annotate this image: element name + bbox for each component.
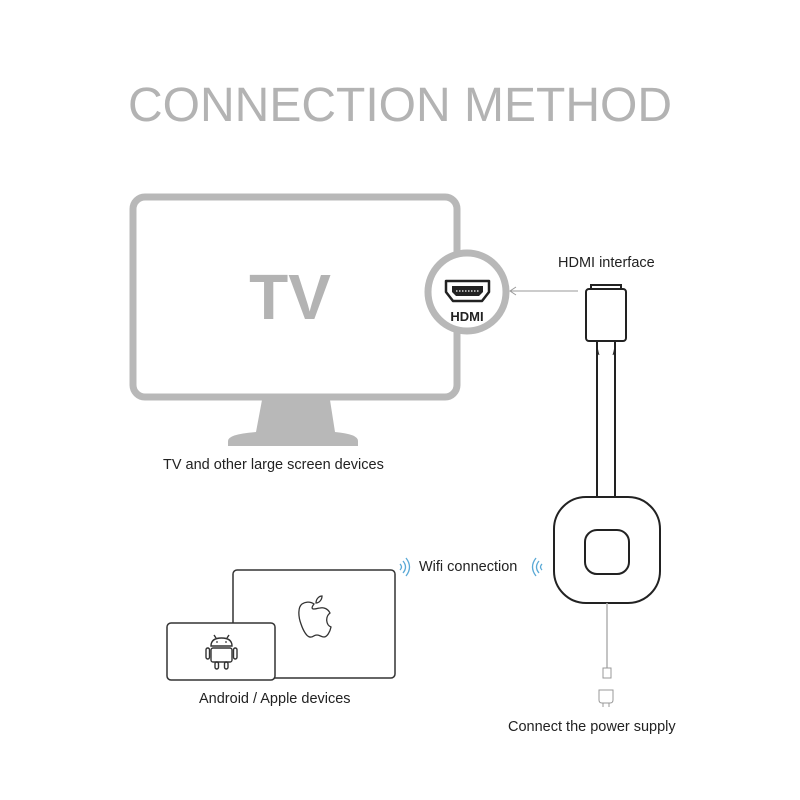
tv-screen-text: TV [249, 261, 331, 333]
usb-plug-icon [602, 667, 612, 679]
devices-label: Android / Apple devices [199, 691, 351, 707]
android-device-frame [166, 622, 276, 681]
dongle-button [584, 529, 630, 575]
page-title: CONNECTION METHOD [128, 79, 672, 132]
hdmi-arrow [509, 286, 578, 296]
hdmi-plug [585, 288, 627, 342]
power-supply-label: Connect the power supply [508, 719, 676, 735]
hdmi-badge: HDMI [424, 249, 510, 335]
hdmi-interface-label: HDMI interface [558, 255, 655, 271]
hdmi-badge-text: HDMI [450, 309, 483, 324]
hdmi-port-icon [444, 279, 491, 303]
dongle-cable [585, 284, 627, 500]
tv-icon: TV [129, 193, 461, 446]
power-cable [598, 603, 614, 707]
power-adapter-icon [598, 689, 614, 704]
tv-label: TV and other large screen devices [163, 457, 384, 473]
wifi-waves-right-icon [399, 557, 411, 577]
android-device [166, 622, 276, 681]
android-logo-icon [205, 634, 238, 670]
tv-stand [228, 400, 358, 446]
wifi-waves-left-icon [531, 557, 543, 577]
hdmi-port-inner-icon [452, 286, 483, 296]
dongle-body [553, 496, 661, 604]
wifi-connection-label: Wifi connection [419, 559, 518, 575]
apple-logo-icon [298, 595, 332, 638]
